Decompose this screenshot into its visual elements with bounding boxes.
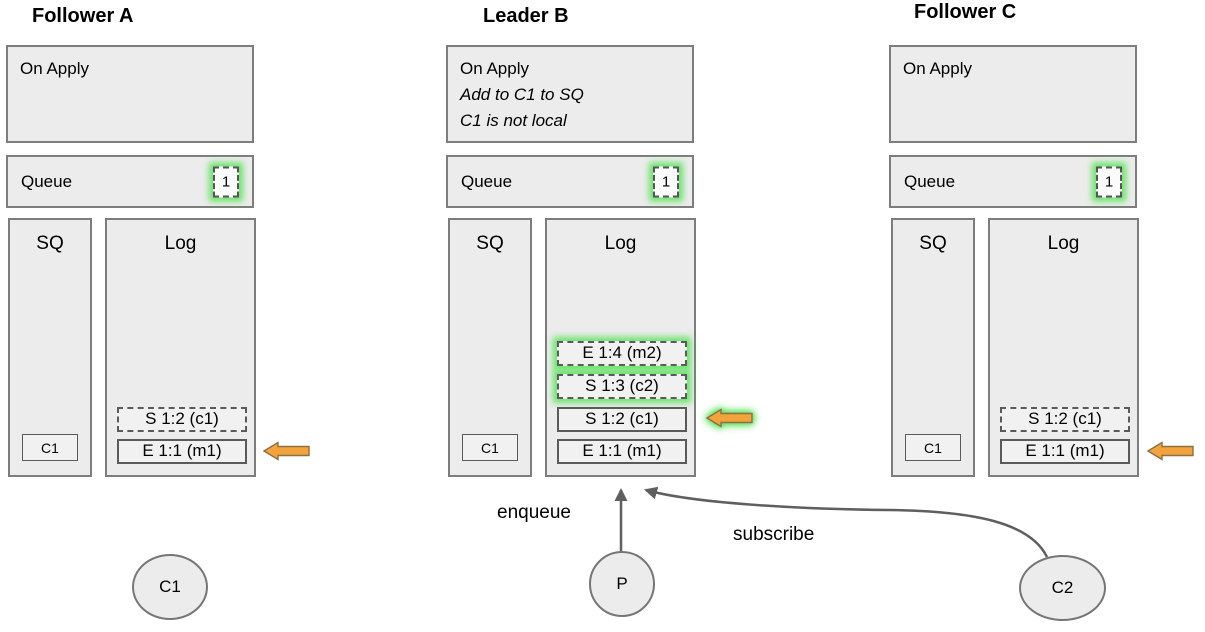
node-follower-c: Follower C On Apply Queue 1 SQ C1 Log S … bbox=[889, 0, 1194, 632]
log-entry: E 1:1 (m1) bbox=[117, 439, 247, 464]
sq-box: SQ C1 bbox=[448, 218, 532, 477]
queue-label: Queue bbox=[21, 171, 73, 191]
actor-label: C2 bbox=[1051, 578, 1074, 597]
log-label: Log bbox=[1047, 233, 1080, 254]
queue-box: Queue 1 bbox=[6, 155, 254, 208]
log-entry: S 1:2 (c1) bbox=[557, 407, 687, 432]
log-entry: S 1:2 (c1) bbox=[1000, 407, 1130, 432]
log-label: Log bbox=[164, 233, 197, 254]
queue-label: Queue bbox=[461, 171, 513, 191]
queue-box: Queue 1 bbox=[446, 155, 694, 208]
queue-label: Queue bbox=[904, 171, 956, 191]
apply-cursor-arrow-icon bbox=[263, 441, 310, 461]
on-apply-label: On Apply bbox=[903, 59, 972, 78]
on-apply-box: On Apply bbox=[889, 45, 1137, 143]
queue-count-badge: 1 bbox=[1096, 166, 1122, 197]
sq-item: C1 bbox=[905, 434, 961, 461]
on-apply-label: On Apply bbox=[20, 59, 89, 78]
log-entry: E 1:1 (m1) bbox=[557, 439, 687, 464]
log-entry: E 1:1 (m1) bbox=[1000, 439, 1130, 464]
on-apply-label: On Apply bbox=[460, 59, 529, 78]
client-c2-circle: C2 bbox=[1019, 555, 1106, 621]
queue-box: Queue 1 bbox=[889, 155, 1137, 208]
client-c1-circle: C1 bbox=[132, 554, 208, 620]
log-entry: E 1:4 (m2) bbox=[557, 341, 687, 366]
node-follower-a: Follower A On Apply Queue 1 SQ C1 Log S … bbox=[6, 0, 310, 632]
on-apply-box: On Apply bbox=[6, 45, 254, 143]
sq-label: SQ bbox=[36, 233, 64, 254]
node-title: Follower C bbox=[914, 1, 1017, 23]
producer-p-circle: P bbox=[589, 551, 655, 617]
sq-box: SQ C1 bbox=[8, 218, 92, 477]
on-apply-note: C1 is not local bbox=[460, 111, 567, 130]
actor-label: C1 bbox=[159, 577, 181, 596]
node-title: Leader B bbox=[483, 5, 569, 27]
queue-count-badge: 1 bbox=[653, 166, 679, 197]
on-apply-note: Add to C1 to SQ bbox=[460, 85, 584, 104]
log-box: Log S 1:2 (c1) E 1:1 (m1) bbox=[105, 218, 256, 477]
node-title: Follower A bbox=[32, 5, 134, 27]
apply-cursor-arrow-icon bbox=[706, 408, 753, 428]
log-entry: S 1:3 (c2) bbox=[557, 374, 687, 399]
sq-box: SQ C1 bbox=[891, 218, 975, 477]
node-leader-b: Leader B On Apply Add to C1 to SQ C1 is … bbox=[446, 0, 753, 632]
sq-label: SQ bbox=[476, 233, 504, 254]
sq-item: C1 bbox=[462, 434, 518, 461]
on-apply-box: On Apply Add to C1 to SQ C1 is not local bbox=[446, 45, 694, 143]
apply-cursor-arrow-icon bbox=[1147, 441, 1194, 461]
subscribe-label: subscribe bbox=[733, 524, 815, 545]
sq-item: C1 bbox=[22, 434, 78, 461]
log-entry: S 1:2 (c1) bbox=[117, 407, 247, 432]
sq-label: SQ bbox=[919, 233, 947, 254]
queue-count-badge: 1 bbox=[213, 166, 239, 197]
actor-label: P bbox=[616, 574, 628, 593]
enqueue-label: enqueue bbox=[497, 502, 571, 523]
log-box: Log S 1:2 (c1) E 1:1 (m1) bbox=[988, 218, 1139, 477]
log-label: Log bbox=[604, 233, 637, 254]
log-box: Log E 1:4 (m2) S 1:3 (c2) S 1:2 (c1) E 1… bbox=[545, 218, 696, 477]
